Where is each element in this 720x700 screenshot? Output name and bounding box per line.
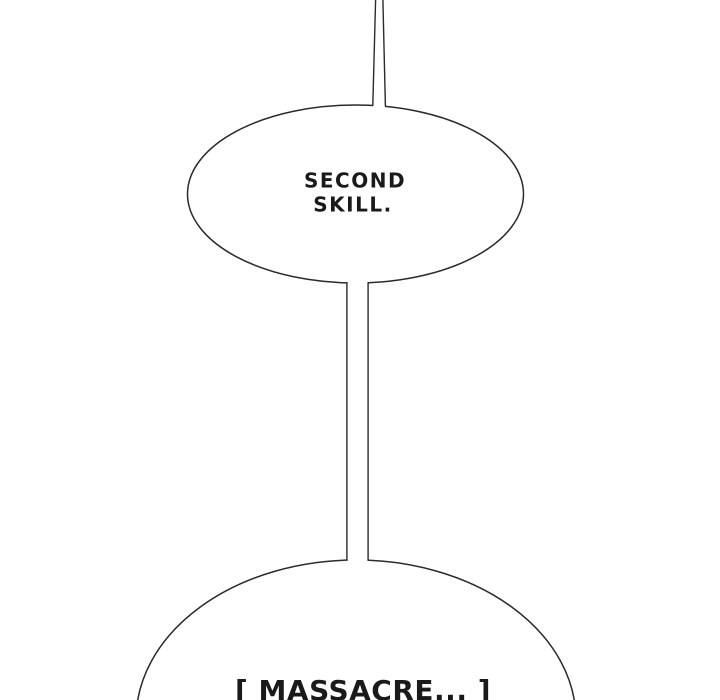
bubble-top-text-line1: SECOND: [304, 169, 406, 193]
bubble-top-text-line2: SKILL.: [313, 193, 392, 217]
bubble-connector-mask: [347, 272, 368, 568]
tail-top-right-line: [382, 0, 387, 107]
tail-top-left-line: [372, 0, 377, 106]
tail-top-mask: [373, 0, 385, 108]
bubble-bottom-text: [ MASSACRE... ]: [235, 674, 491, 700]
